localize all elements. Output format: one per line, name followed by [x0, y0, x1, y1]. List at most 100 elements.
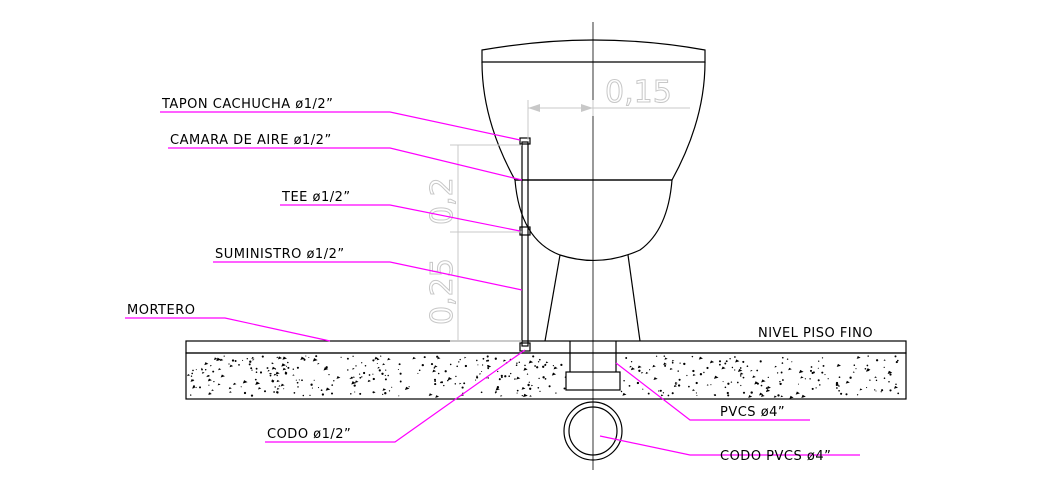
hatch-speck	[220, 374, 225, 378]
hatch-speck	[683, 362, 686, 366]
hatch-speck	[434, 365, 438, 368]
hatch-speck	[692, 373, 696, 377]
hatch-speck	[398, 363, 401, 366]
hatch-speck	[544, 378, 547, 380]
hatch-speck	[539, 390, 541, 393]
hatch-speck	[255, 367, 258, 370]
leader-suministro	[213, 261, 523, 291]
hatch-speck	[252, 358, 255, 361]
hatch-speck	[500, 395, 503, 397]
hatch-speck	[255, 381, 261, 385]
hatch-speck	[781, 379, 784, 381]
hatch-speck	[412, 356, 416, 360]
hatch-speck	[373, 391, 376, 394]
hatch-speck	[875, 390, 877, 392]
hatch-speck	[819, 384, 821, 386]
hatch-speck	[346, 357, 349, 360]
hatch-speck	[692, 369, 695, 373]
hatch-speck	[679, 362, 681, 364]
hatch-speck	[208, 392, 212, 396]
hatch-speck	[835, 381, 839, 385]
hatch-speck	[789, 395, 794, 399]
hatch-speck	[190, 379, 195, 382]
dimensions: 0,15 0,2 0,25	[425, 75, 690, 342]
hatch-speck	[652, 364, 656, 368]
toilet-bowl	[514, 179, 673, 342]
hatch-speck	[479, 373, 482, 375]
hatch-speck	[336, 376, 341, 379]
hatch-speck	[269, 374, 272, 377]
hatch-speck	[710, 384, 712, 386]
hatch-speck	[818, 360, 820, 362]
label-codo: CODO ø1/2”	[267, 427, 351, 442]
hatch-speck	[523, 367, 528, 371]
hatch-speck	[822, 364, 825, 367]
hatch-speck	[292, 374, 295, 376]
hatch-speck	[695, 392, 697, 394]
hatch-speck	[444, 370, 447, 373]
hatch-speck	[300, 356, 306, 361]
hatch-speck	[354, 380, 359, 383]
hatch-speck	[636, 381, 640, 385]
hatch-speck	[730, 381, 733, 383]
hatch-speck	[278, 385, 281, 387]
hatch-speck	[516, 392, 518, 394]
hatch-speck	[622, 392, 627, 396]
hatch-speck	[494, 357, 497, 360]
hatch-speck	[638, 369, 641, 372]
hatch-speck	[487, 367, 490, 370]
hatch-speck	[279, 357, 281, 359]
hatch-speck	[724, 386, 727, 389]
hatch-speck	[250, 367, 253, 370]
hatch-speck	[418, 369, 421, 372]
hatch-speck	[359, 376, 362, 379]
hatch-speck	[544, 363, 547, 366]
hatch-speck	[487, 377, 489, 379]
hatch-speck	[430, 363, 434, 366]
hatch-speck	[223, 355, 225, 357]
hatch-speck	[521, 386, 526, 390]
hatch-speck	[213, 380, 215, 383]
hatch-speck	[521, 394, 523, 397]
hatch-speck	[516, 376, 521, 380]
hatch-speck	[238, 364, 240, 366]
hatch-speck	[456, 365, 458, 368]
elbow-fitting	[519, 342, 531, 352]
hatch-speck	[795, 391, 800, 395]
label-mortero: MORTERO	[127, 303, 195, 318]
hatch-speck	[866, 364, 869, 367]
pedestal-left	[544, 254, 561, 342]
hatch-speck	[421, 363, 424, 367]
hatch-speck	[388, 390, 391, 392]
dim-arrow-left	[528, 104, 540, 112]
hatch-speck	[671, 359, 675, 362]
hatch-speck	[273, 373, 277, 376]
hatch-speck	[766, 386, 771, 390]
hatch-speck	[250, 394, 254, 397]
hatch-speck	[893, 385, 899, 389]
hatch-speck	[880, 391, 882, 393]
hatch-speck	[458, 361, 460, 363]
hatch-speck	[778, 380, 782, 383]
hatch-speck	[552, 365, 554, 367]
hatch-speck	[330, 392, 334, 395]
hatch-speck	[537, 361, 540, 363]
hatch-speck	[497, 370, 499, 373]
hatch-speck	[528, 360, 534, 364]
hatch-speck	[317, 362, 320, 365]
hatch-speck	[476, 359, 478, 362]
hatch-speck	[767, 376, 769, 379]
leader-tee	[280, 204, 521, 232]
hatch-speck	[464, 356, 467, 359]
hatch-speck	[347, 369, 349, 371]
hatch-speck	[810, 366, 813, 368]
dim-arrow-right	[581, 104, 593, 112]
supply-pipe	[519, 137, 531, 352]
dim-horizontal-value: 0,15	[605, 75, 672, 110]
hatch-speck	[312, 358, 318, 362]
hatch-speck	[382, 388, 387, 391]
label-codo-pvcs: CODO PVCS ø4”	[720, 449, 831, 464]
hatch-speck	[746, 365, 749, 368]
hatch-speck	[387, 374, 389, 377]
hatch-speck	[274, 368, 277, 370]
